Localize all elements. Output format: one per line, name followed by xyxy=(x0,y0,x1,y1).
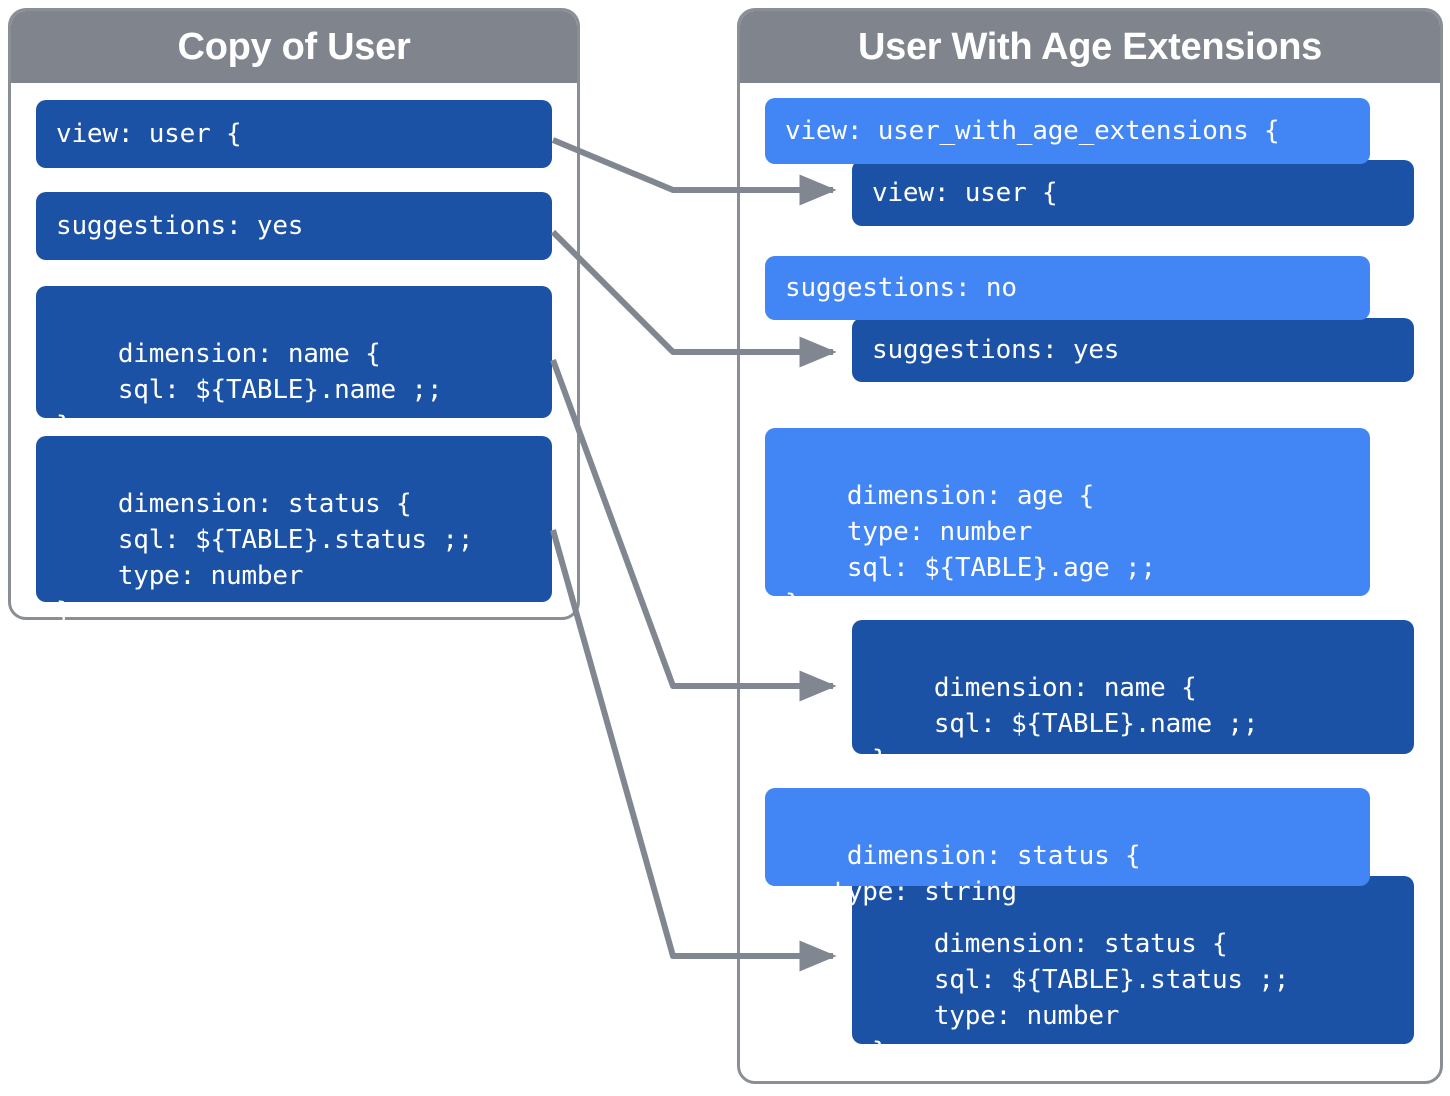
block-right-dimension-status-override-text: dimension: status { type: string xyxy=(831,841,1141,907)
block-right-dimension-age[interactable]: dimension: age { type: number sql: ${TAB… xyxy=(765,428,1370,619)
block-left-view[interactable]: view: user { xyxy=(36,100,552,168)
block-left-dimension-name[interactable]: dimension: name { sql: ${TABLE}.name ;; … xyxy=(36,286,552,441)
block-right-dimension-name-inherited[interactable]: dimension: name { sql: ${TABLE}.name ;; … xyxy=(852,620,1414,775)
block-right-view-extension-text: view: user_with_age_extensions { xyxy=(785,116,1280,146)
block-right-dimension-name-inherited-text: dimension: name { sql: ${TABLE}.name ;; … xyxy=(872,673,1259,775)
block-right-suggestions-inherited[interactable]: suggestions: yes xyxy=(852,318,1414,382)
block-right-suggestions-inherited-text: suggestions: yes xyxy=(872,335,1120,365)
block-right-view-inherited-text: view: user { xyxy=(872,178,1058,208)
panel-copy-of-user-header: Copy of User xyxy=(11,11,577,83)
block-right-suggestions-override[interactable]: suggestions: no xyxy=(765,256,1370,320)
block-right-dimension-status-inherited-text: dimension: status { sql: ${TABLE}.status… xyxy=(872,929,1290,1067)
block-right-dimension-status-override[interactable]: dimension: status { type: string xyxy=(765,788,1370,907)
panel-user-with-age-extensions-title: User With Age Extensions xyxy=(857,25,1323,68)
block-right-view-inherited[interactable]: view: user { xyxy=(852,160,1414,226)
block-left-dimension-status[interactable]: dimension: status { sql: ${TABLE}.status… xyxy=(36,436,552,627)
block-left-view-text: view: user { xyxy=(56,119,242,149)
block-right-view-extension[interactable]: view: user_with_age_extensions { xyxy=(765,98,1370,164)
panel-user-with-age-extensions-header: User With Age Extensions xyxy=(740,11,1440,83)
block-left-dimension-name-text: dimension: name { sql: ${TABLE}.name ;; … xyxy=(56,339,443,441)
block-right-dimension-status-inherited[interactable]: dimension: status { sql: ${TABLE}.status… xyxy=(852,876,1414,1067)
block-right-suggestions-override-text: suggestions: no xyxy=(785,273,1017,303)
block-left-dimension-status-text: dimension: status { sql: ${TABLE}.status… xyxy=(56,489,474,627)
block-left-suggestions[interactable]: suggestions: yes xyxy=(36,192,552,260)
block-left-suggestions-text: suggestions: yes xyxy=(56,211,304,241)
panel-copy-of-user-title: Copy of User xyxy=(177,25,411,68)
